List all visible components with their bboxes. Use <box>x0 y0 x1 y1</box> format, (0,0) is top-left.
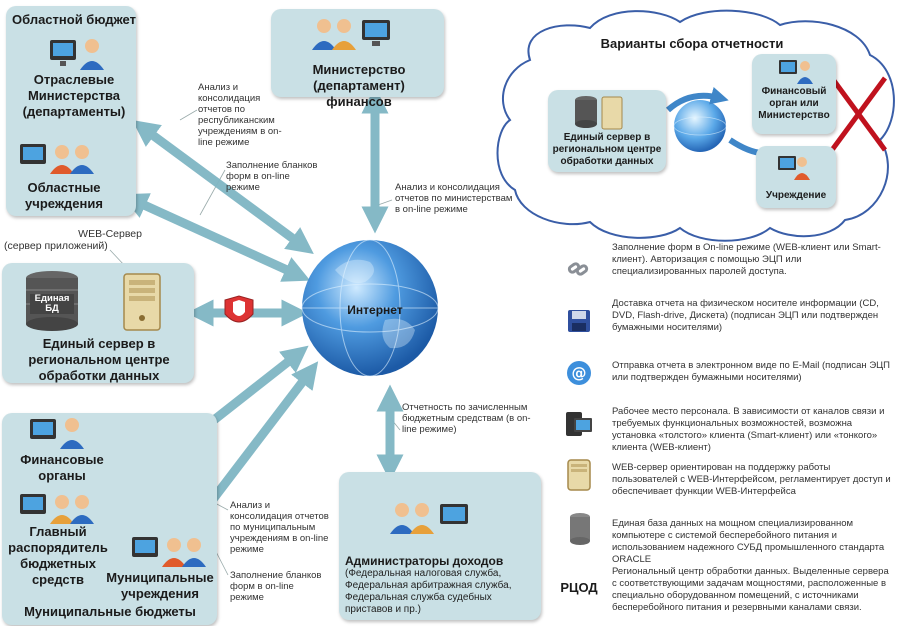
cloud-title: Варианты сбора отчетности <box>600 36 784 51</box>
ministry-people-icon <box>312 14 397 59</box>
legend-text-rcod: Региональный центр обработки данных. Выд… <box>612 566 889 613</box>
db-label: Единая БД <box>30 294 74 314</box>
ministry-finance-title: Министерство (департамент) финансов <box>312 62 406 109</box>
note-reporting-funds: Отчетность по зачисленным бюджетным сред… <box>402 402 531 435</box>
municipal-institutions-icon <box>130 533 210 574</box>
rcod-label: РЦОД <box>560 580 598 595</box>
workstation-user-icon <box>48 36 108 77</box>
note-analysis-republic: Анализ и консолидация отчетов по республ… <box>198 82 282 148</box>
cloud-finance-label: Финансовый орган или Министерство <box>758 86 830 121</box>
central-server-title: Единый сервер в региональном центре обра… <box>28 336 170 383</box>
workstation-icon <box>564 410 594 447</box>
web-server-title: WEB-Сервер <box>78 228 142 240</box>
revenue-admins-detail: (Федеральная налоговая служба, Федеральн… <box>345 568 512 615</box>
revenue-admins-box <box>339 472 541 620</box>
cloud-server-label: Единый сервер в региональном центре обра… <box>552 132 662 167</box>
cloud-finance-icon <box>777 58 813 89</box>
email-at-icon: @ <box>566 360 592 391</box>
revenue-admins-title: Администраторы доходов <box>345 554 504 568</box>
note-analysis-municipal: Анализ и консолидация отчетов по муницип… <box>230 500 329 555</box>
database-legend-icon <box>568 512 592 551</box>
legend-text-email: Отправка отчета в электронном виде по E-… <box>612 360 891 383</box>
ministries-label: Отраслевые Министерства (департаменты) <box>22 72 126 119</box>
chief-manager-label: Главный распорядитель бюджетных средств <box>8 524 108 587</box>
floppy-disk-icon <box>566 308 592 339</box>
chief-manager-icon <box>18 490 98 531</box>
workstation-people-icon <box>18 140 98 181</box>
regional-budget-title: Областной бюджет <box>12 12 136 27</box>
legend-text-online: Заполнение форм в On-line режиме (WEB-кл… <box>612 242 881 277</box>
cloud-db-icon <box>574 95 626 136</box>
internet-label: Интернет <box>347 303 403 317</box>
web-server-subtitle: (сервер приложений) <box>4 240 108 252</box>
legend-text-workstation: Рабочее место персонала. В зависимости о… <box>612 406 885 453</box>
legend-text-database: Единая база данных на мощном специализир… <box>612 518 885 565</box>
finance-bodies-icon <box>28 415 98 456</box>
note-analysis-ministries: Анализ и консолидация отчетов по министе… <box>395 182 513 215</box>
legend-text-physical: Доставка отчета на физическом носителе и… <box>612 298 879 333</box>
revenue-admins-icon <box>390 498 475 543</box>
note-forms-top: Заполнение бланков форм в on-line режиме <box>226 160 318 193</box>
finance-bodies-label: Финансовые органы <box>20 452 104 483</box>
cloud-institution-icon <box>776 154 816 185</box>
ministry-finance-box <box>271 9 444 97</box>
municipal-box <box>2 413 217 625</box>
cloud-institution-label: Учреждение <box>765 190 827 201</box>
svg-text:@: @ <box>572 364 587 382</box>
web-server-legend-icon <box>566 458 592 497</box>
regional-institutions-label: Областные учреждения <box>25 180 103 211</box>
note-forms-bottom: Заполнение бланков форм в on-line режиме <box>230 570 322 603</box>
web-server-icon <box>122 272 166 339</box>
municipal-institutions-label: Муниципальные учреждения <box>106 570 214 601</box>
legend-text-webserver: WEB-сервер ориентирован на поддержку раб… <box>612 462 891 497</box>
chain-link-icon <box>566 256 592 287</box>
municipal-title: Муниципальные бюджеты <box>24 604 196 619</box>
